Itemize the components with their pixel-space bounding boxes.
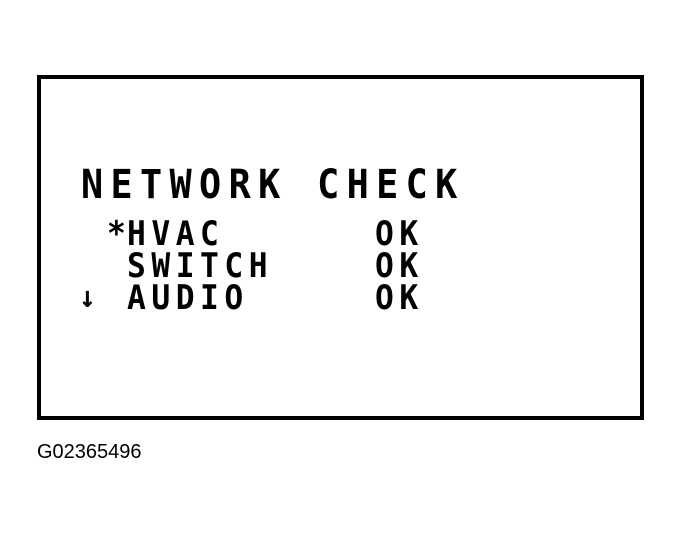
list-item-switch: SWITCH OK <box>41 249 640 283</box>
module-status: OK <box>375 278 424 318</box>
module-label: SWITCH <box>127 246 274 286</box>
figure-id-caption: G02365496 <box>37 441 142 463</box>
module-label: AUDIO <box>127 278 249 318</box>
network-check-display: NETWORK CHECK * HVAC OK SWITCH OK ↓ AUDI… <box>37 75 644 420</box>
module-label: HVAC <box>127 214 225 254</box>
module-status: OK <box>375 246 424 286</box>
list-item-hvac: * HVAC OK <box>41 217 640 251</box>
module-status: OK <box>375 214 424 254</box>
selected-marker-icon: * <box>107 214 132 254</box>
scroll-down-arrow-icon: ↓ <box>79 280 102 315</box>
list-item-audio: ↓ AUDIO OK <box>41 278 640 318</box>
display-title: NETWORK CHECK <box>81 162 465 208</box>
